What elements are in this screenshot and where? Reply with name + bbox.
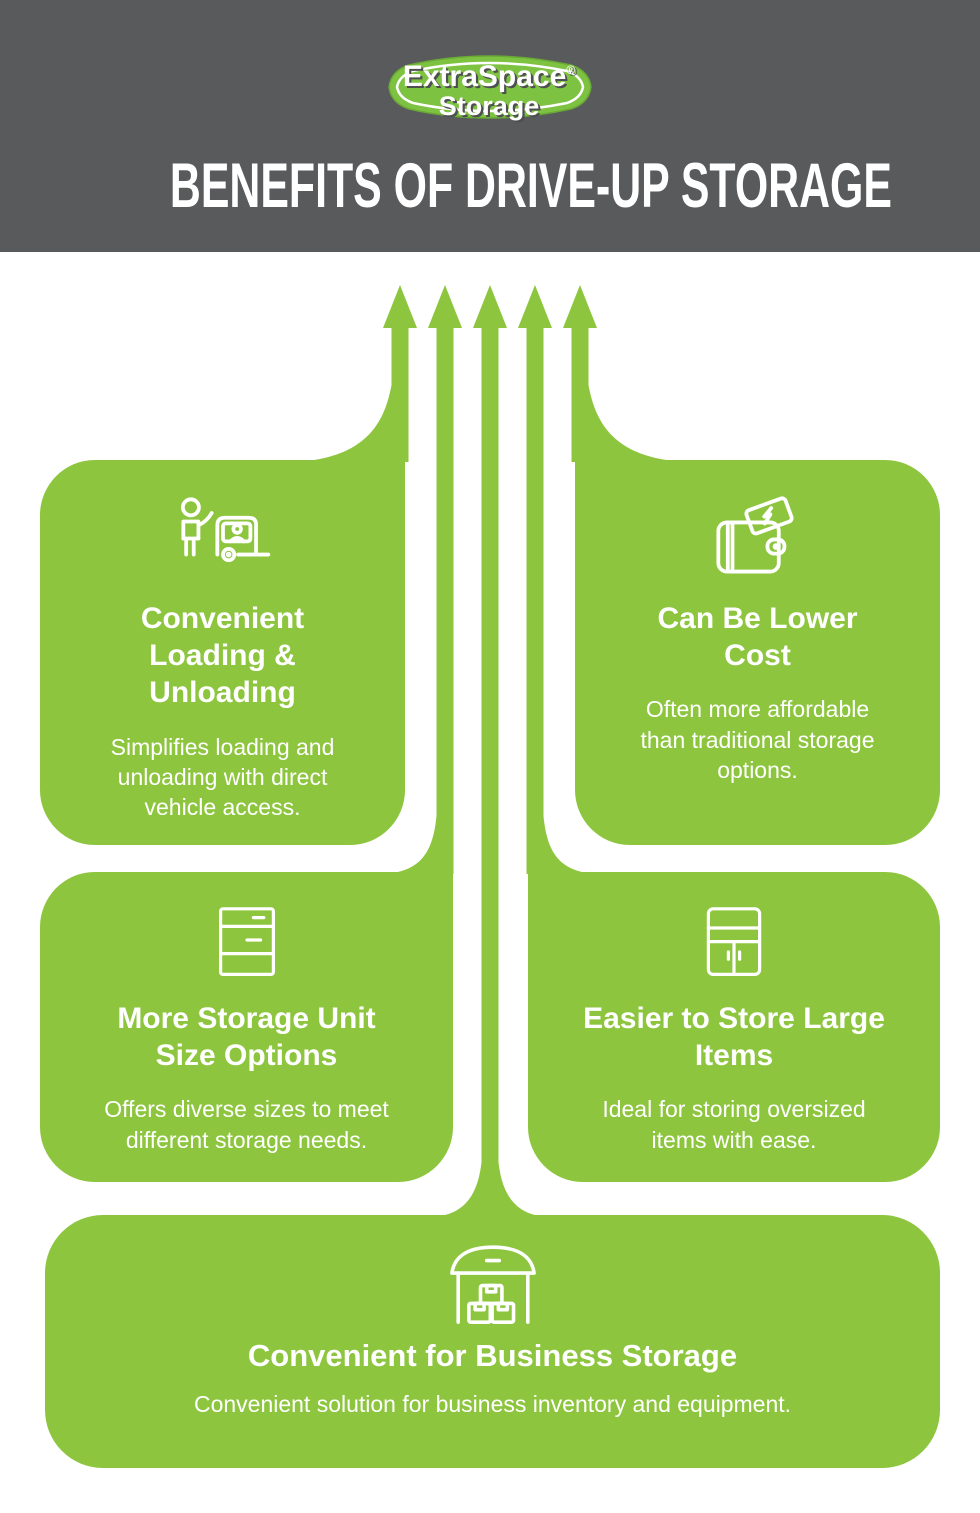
up-arrow-5	[563, 285, 690, 462]
logo-text-shadow: ExtraSpace®	[405, 62, 577, 95]
up-arrow-2	[383, 285, 462, 874]
wallet-cash-icon	[710, 492, 806, 584]
storage-unit-icon	[207, 900, 287, 984]
logo-badge-shape	[388, 55, 592, 119]
corner-merge-patch	[528, 872, 585, 934]
corner-merge-patch	[575, 460, 632, 522]
card-3-background	[40, 872, 453, 1182]
card-5-background	[45, 1215, 940, 1468]
header: ExtraSpace® ExtraSpace® Storage Storage …	[0, 0, 980, 252]
extraspace-storage-logo: ExtraSpace® ExtraSpace® Storage Storage	[388, 55, 592, 123]
logo-text-line2: Storage	[439, 91, 540, 121]
page-title: BENEFITS OF DRIVE-UP STORAGE	[169, 151, 892, 221]
logo-text-shadow2: Storage	[441, 93, 542, 123]
card-title: Convenient for Business Storage	[247, 1338, 738, 1373]
card-body: Convenient solution for business invento…	[193, 1391, 792, 1418]
up-arrow-3	[428, 285, 552, 1217]
card-2-background	[575, 460, 940, 845]
card-1-background	[40, 460, 405, 845]
up-arrow-1	[290, 285, 417, 462]
card-business-storage: Convenient for Business Storage Convenie…	[45, 1215, 940, 1468]
logo-text-line1: ExtraSpace®	[403, 60, 575, 93]
corner-merge-patch	[348, 460, 405, 522]
logo-inner-border	[395, 61, 585, 113]
large-cabinet-icon	[694, 900, 774, 984]
up-arrow-4	[518, 285, 597, 874]
card-4-background	[528, 872, 940, 1182]
warehouse-boxes-icon	[443, 1237, 543, 1327]
corner-merge-patch	[396, 872, 453, 934]
person-vehicle-icon	[171, 492, 275, 584]
